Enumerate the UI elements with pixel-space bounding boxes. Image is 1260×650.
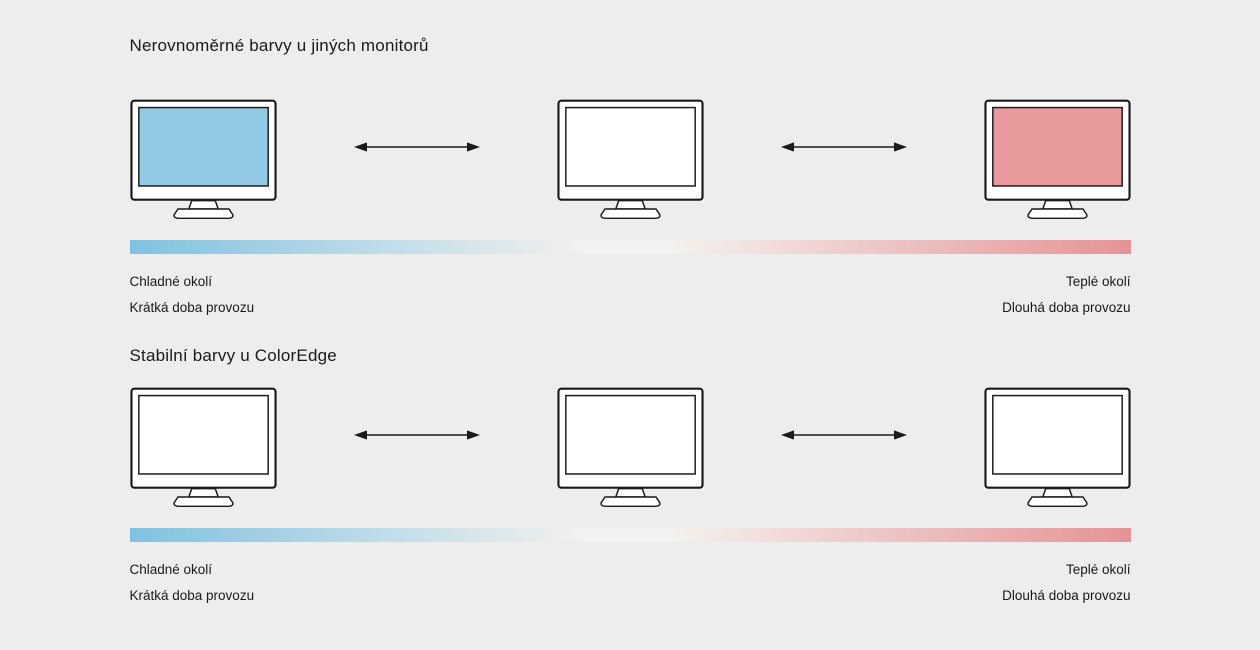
gradient-labels: Chladné okolí Krátká doba provozu Teplé … bbox=[130, 562, 1131, 604]
monitor-stand-neck bbox=[1041, 487, 1073, 498]
section-coloredge: Stabilní barvy u ColorEdge bbox=[129, 346, 1131, 604]
warm-side-labels: Teplé okolí Dlouhá doba provozu bbox=[1002, 274, 1130, 316]
monitor-neutral bbox=[556, 99, 704, 220]
bidirectional-arrow-icon bbox=[353, 140, 481, 154]
monitor-stand-base bbox=[599, 496, 661, 508]
monitor-stand-neck bbox=[614, 199, 646, 210]
monitor-row bbox=[129, 98, 1131, 222]
section-title: Nerovnoměrné barvy u jiných monitorů bbox=[129, 36, 429, 55]
long-operation-label: Dlouhá doba provozu bbox=[1002, 588, 1131, 603]
monitor-screen bbox=[137, 106, 269, 187]
section-other-monitors: Nerovnoměrné barvy u jiných monitorů bbox=[129, 36, 1131, 316]
monitor-stand-neck bbox=[187, 199, 219, 210]
diagram-root: Nerovnoměrné barvy u jiných monitorů bbox=[129, 0, 1131, 604]
monitor-stand-neck bbox=[614, 487, 646, 498]
cool-environment-label: Chladné okolí bbox=[129, 562, 213, 577]
bidirectional-arrow-icon bbox=[353, 428, 481, 442]
monitor-row bbox=[129, 386, 1131, 510]
monitor-screen bbox=[137, 394, 269, 475]
gradient-labels: Chladné okolí Krátká doba provozu Teplé … bbox=[130, 274, 1131, 316]
monitor-stand-base bbox=[172, 496, 234, 508]
monitor-stable-1 bbox=[129, 387, 277, 508]
bidirectional-arrow-icon bbox=[780, 140, 908, 154]
cool-environment-label: Chladné okolí bbox=[129, 274, 213, 289]
cool-side-labels: Chladné okolí Krátká doba provozu bbox=[130, 562, 255, 604]
monitor-stand-base bbox=[172, 208, 234, 220]
section-title: Stabilní barvy u ColorEdge bbox=[129, 346, 337, 365]
monitor-screen bbox=[991, 394, 1123, 475]
monitor-warm bbox=[983, 99, 1131, 220]
monitor-stand-neck bbox=[187, 487, 219, 498]
monitor-screen bbox=[991, 106, 1123, 187]
temperature-gradient-bar bbox=[129, 528, 1131, 542]
short-operation-label: Krátká doba provozu bbox=[129, 300, 255, 315]
monitor-stable-2 bbox=[556, 387, 704, 508]
long-operation-label: Dlouhá doba provozu bbox=[1002, 300, 1131, 315]
monitor-screen bbox=[564, 394, 696, 475]
bidirectional-arrow-icon bbox=[780, 428, 908, 442]
warm-side-labels: Teplé okolí Dlouhá doba provozu bbox=[1002, 562, 1130, 604]
monitor-stand-neck bbox=[1041, 199, 1073, 210]
monitor-stand-base bbox=[1026, 208, 1088, 220]
monitor-screen bbox=[564, 106, 696, 187]
monitor-stand-base bbox=[599, 208, 661, 220]
monitor-cool bbox=[129, 99, 277, 220]
warm-environment-label: Teplé okolí bbox=[1065, 562, 1131, 577]
monitor-stable-3 bbox=[983, 387, 1131, 508]
temperature-gradient-bar bbox=[129, 240, 1131, 254]
cool-side-labels: Chladné okolí Krátká doba provozu bbox=[130, 274, 255, 316]
monitor-stand-base bbox=[1026, 496, 1088, 508]
warm-environment-label: Teplé okolí bbox=[1065, 274, 1131, 289]
short-operation-label: Krátká doba provozu bbox=[129, 588, 255, 603]
